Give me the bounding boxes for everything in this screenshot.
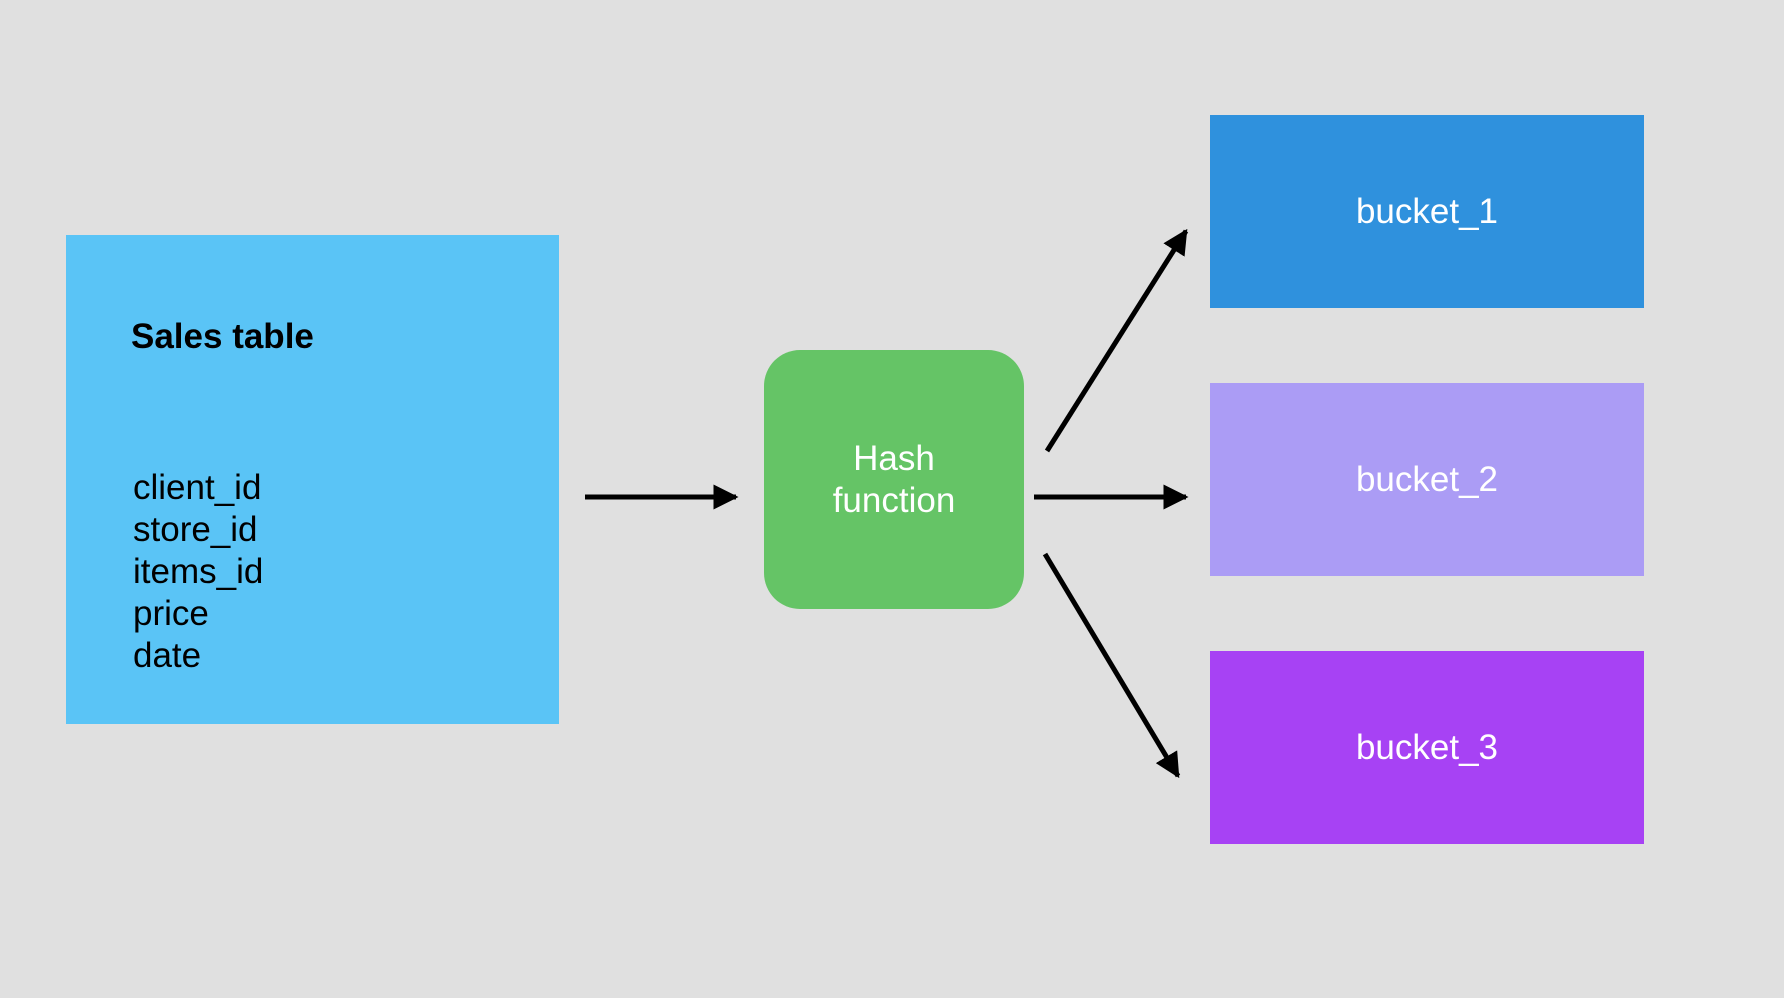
field-price: price — [133, 594, 209, 633]
bucket-1-box: bucket_1 — [1210, 115, 1644, 308]
arrow-hash-to-bucket-1 — [1044, 228, 1189, 453]
field-store-id: store_id — [133, 510, 258, 549]
hash-function-label: Hash function — [832, 438, 956, 520]
bucket-1-label: bucket_1 — [1355, 191, 1499, 231]
sales-table-box: Sales table client_id store_id items_id … — [66, 235, 559, 724]
field-client-id: client_id — [133, 468, 262, 507]
bucket-3-box: bucket_3 — [1210, 651, 1644, 844]
field-date: date — [133, 636, 202, 675]
sales-table-title: Sales table — [131, 317, 314, 356]
bucket-2-label: bucket_2 — [1355, 459, 1499, 499]
sales-table-field-list: client_id store_id items_id price date — [133, 467, 263, 677]
bucket-3-label: bucket_3 — [1355, 727, 1499, 767]
bucket-2-box: bucket_2 — [1210, 383, 1644, 576]
field-items-id: items_id — [133, 552, 264, 591]
arrow-hash-to-bucket-3 — [1042, 552, 1181, 779]
hash-function-box: Hash function — [764, 350, 1024, 609]
